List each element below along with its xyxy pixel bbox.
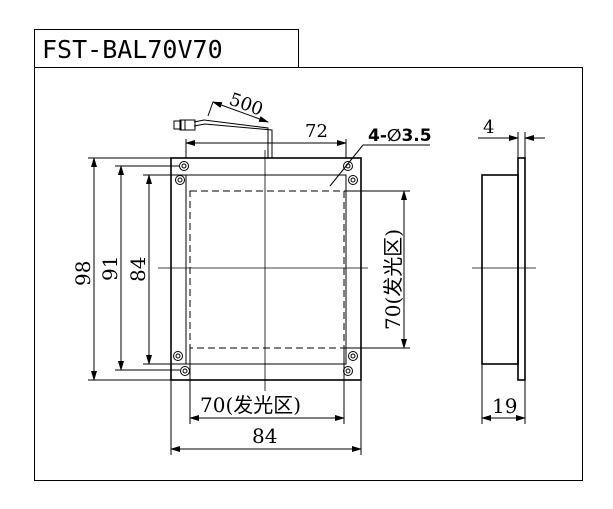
- dim-70-vert-label: 70(发光区): [381, 229, 405, 330]
- dim-84-horiz-label: 84: [252, 424, 277, 448]
- front-view: 500 72 4-∅3.5 98 91 84 70(发光区): [71, 89, 432, 455]
- mounting-hole-bl: [173, 351, 183, 361]
- dim-19-label: 19: [492, 394, 517, 418]
- inner-frame: [185, 174, 347, 365]
- mounting-hole-b2: [343, 366, 353, 376]
- dim-84-vert-label: 84: [126, 257, 150, 282]
- dim-91-label: 91: [98, 256, 122, 281]
- side-view: 4 19: [472, 117, 545, 424]
- side-body: [481, 174, 519, 365]
- dim-98-label: 98: [71, 261, 95, 286]
- cable: [173, 119, 273, 158]
- side-flange: [517, 157, 526, 381]
- mounting-hole-l2: [175, 175, 185, 185]
- dim-4-label: 4: [483, 117, 494, 138]
- cable-length-label: 500: [226, 89, 265, 120]
- mounting-hole-tl: [179, 161, 189, 171]
- dim-70-horiz-label: 70(发光区): [200, 393, 301, 417]
- mounting-hole-r2: [348, 175, 358, 185]
- emitting-area: [189, 190, 345, 349]
- title-text: FST-BAL70V70: [42, 35, 223, 64]
- title-box: [34, 29, 299, 68]
- outer-plate: [170, 157, 362, 381]
- drawing-frame: [34, 67, 583, 481]
- mounting-hole-b1: [180, 366, 190, 376]
- cable-length-line: [212, 101, 269, 123]
- mounting-hole-br: [348, 351, 358, 361]
- holes-label: 4-∅3.5: [368, 126, 432, 146]
- dim-72-label: 72: [305, 121, 328, 142]
